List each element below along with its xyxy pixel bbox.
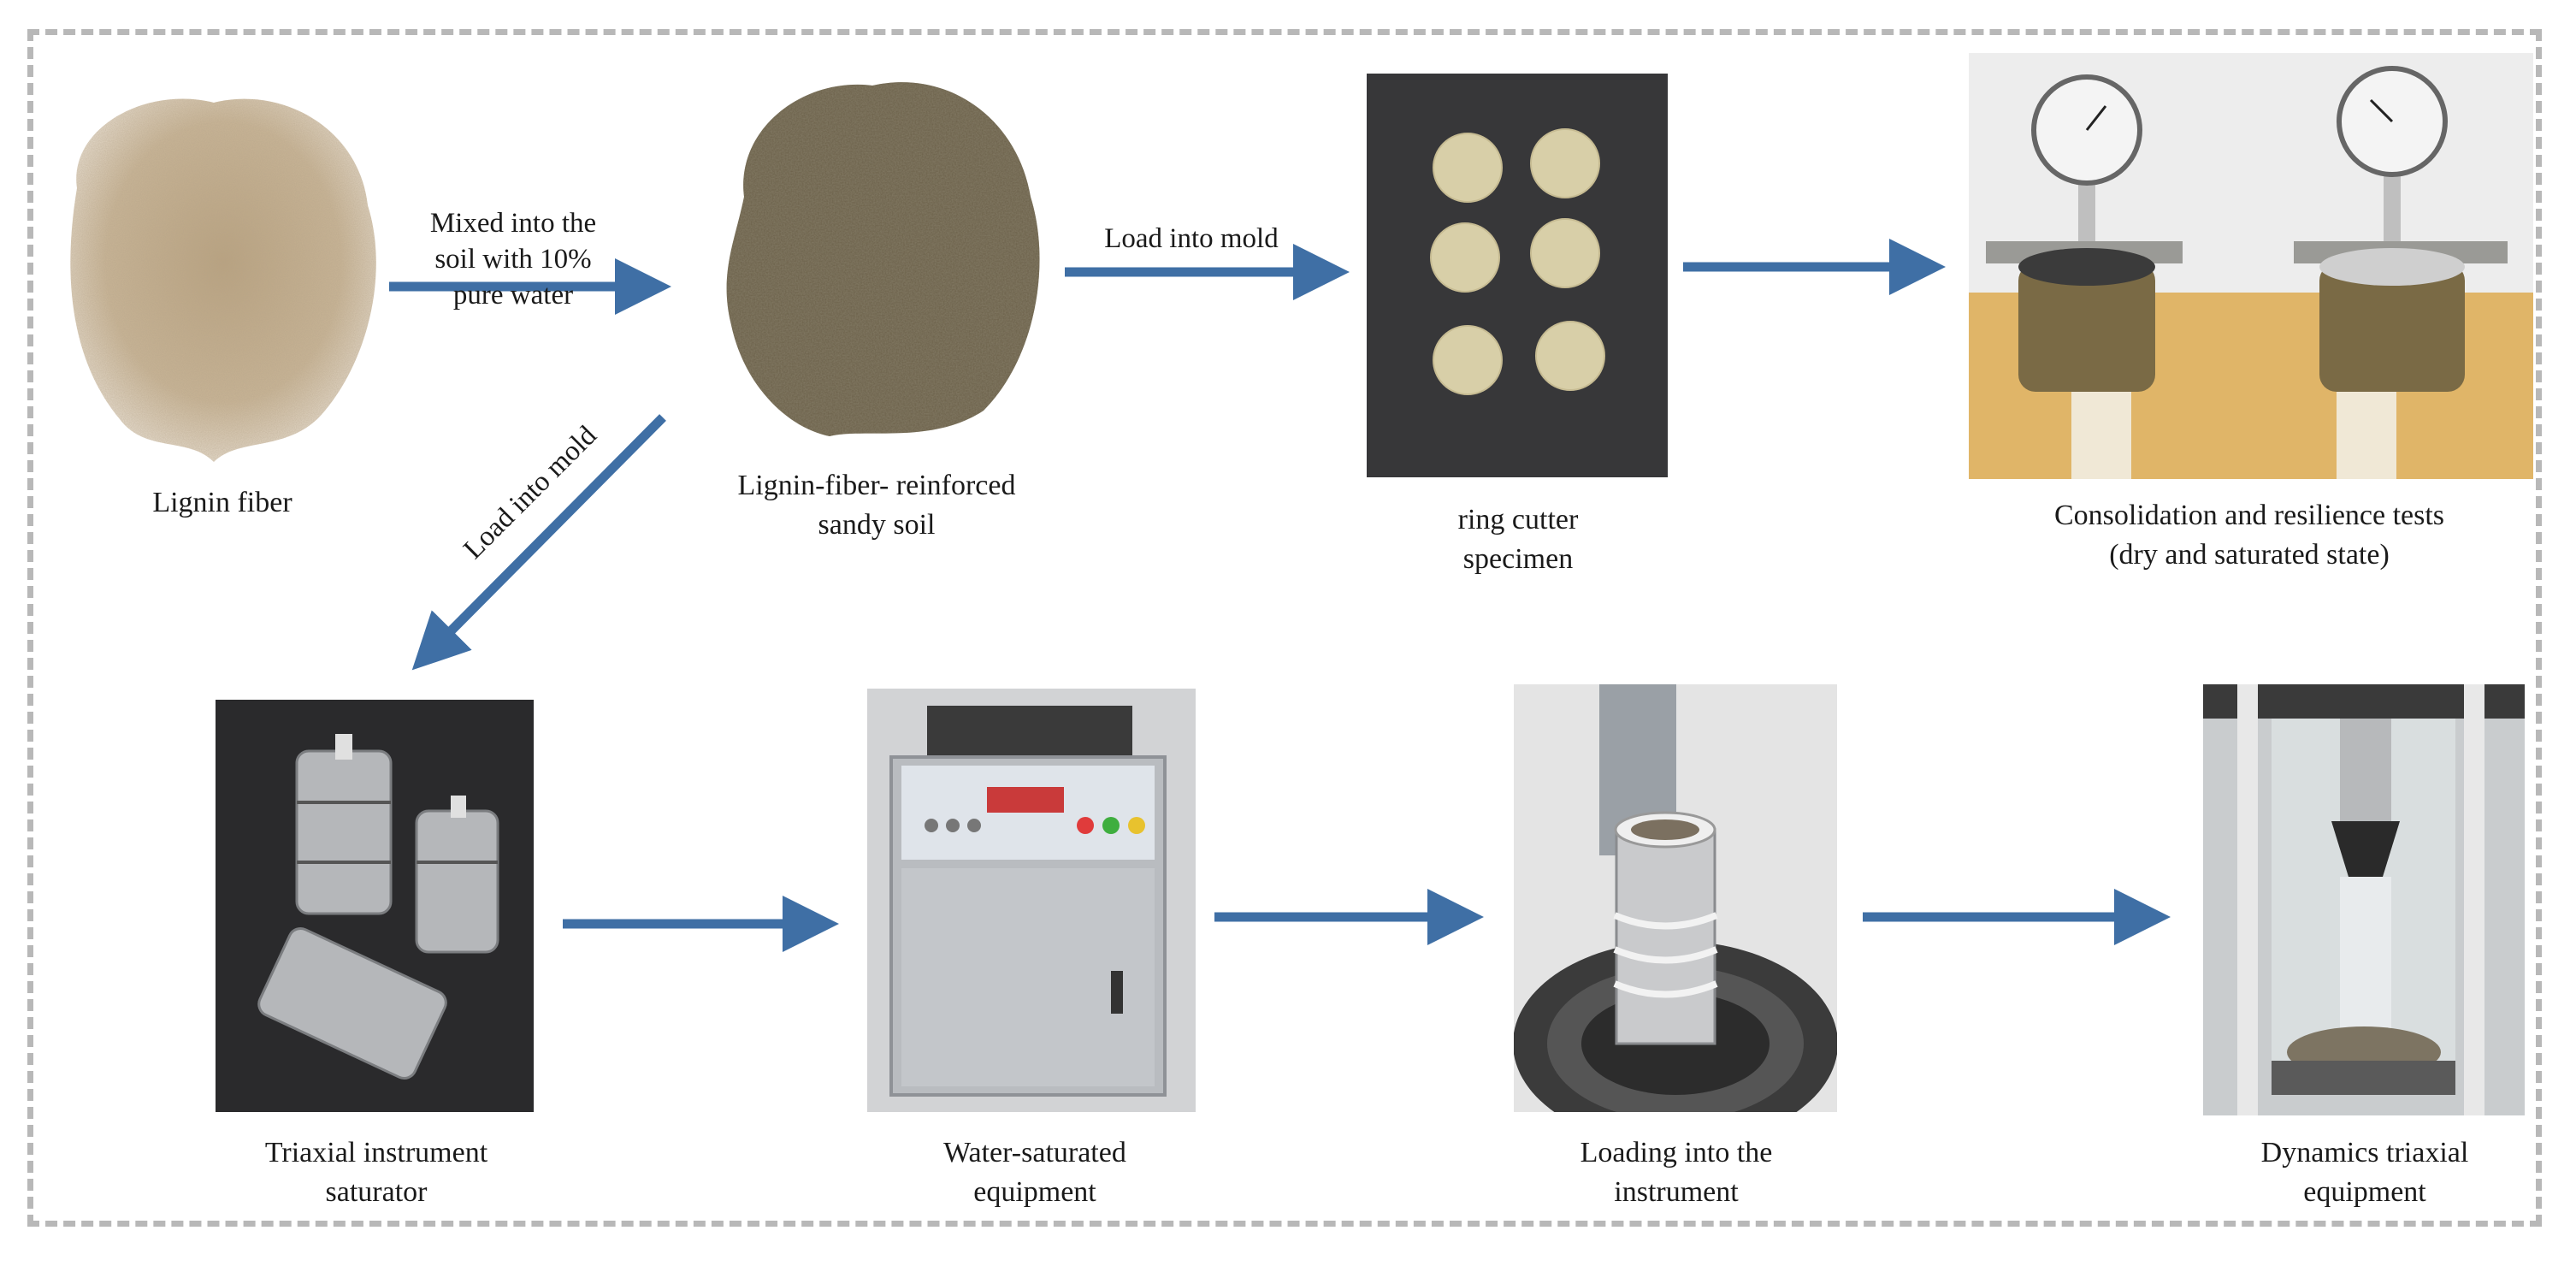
lignin-fiber-photo	[43, 77, 393, 470]
arrow-soil-to-saturator	[411, 414, 666, 671]
triaxial-saturator-photo	[216, 700, 534, 1112]
dynamics-triaxial-label: Dynamics triaxial equipment	[2260, 1137, 2469, 1208]
dashed-frame	[27, 29, 2542, 1227]
loading-photo	[1514, 684, 1837, 1112]
consolidation-photo	[1969, 53, 2533, 479]
ring-cutter-photo	[1367, 74, 1668, 477]
water-saturated-photo	[867, 689, 1196, 1112]
water-saturated-label: Water-saturated equipment	[943, 1137, 1126, 1208]
load-mold-top-label: Load into mold	[1104, 223, 1279, 254]
mix-arrow-label: Mixed into the soil with 10% pure water	[429, 208, 597, 311]
consolidation-label: Consolidation and resilience tests (dry …	[2053, 500, 2445, 571]
reinforced-soil-label: Lignin-fiber- reinforced sandy soil	[737, 470, 1016, 541]
ring-cutter-label: ring cutter specimen	[1457, 504, 1579, 575]
lignin-fiber-label: Lignin fiber	[152, 487, 292, 518]
reinforced-soil-photo	[693, 51, 1069, 453]
dynamics-triaxial-photo	[2203, 684, 2525, 1115]
loading-label: Loading into the instrument	[1580, 1137, 1773, 1208]
triaxial-saturator-label: Triaxial instrument saturator	[264, 1137, 488, 1208]
